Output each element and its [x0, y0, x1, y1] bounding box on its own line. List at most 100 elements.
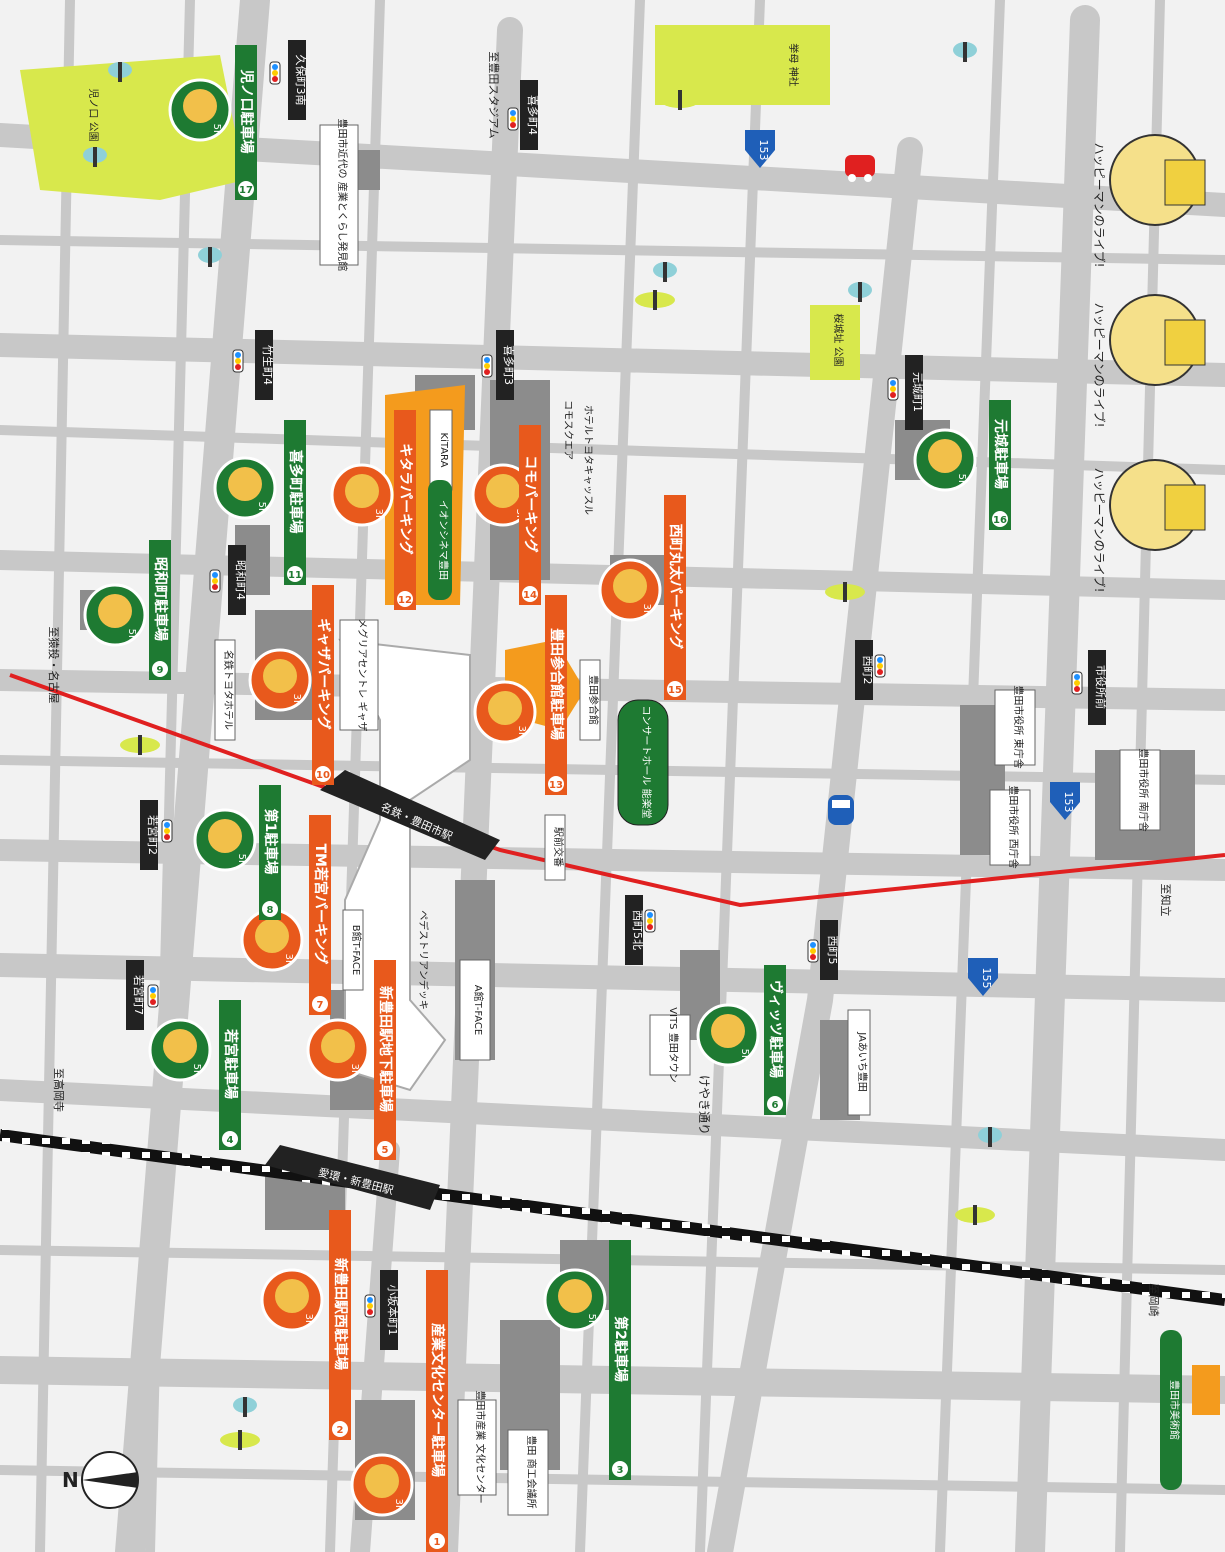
parking-label-bar[interactable] — [989, 400, 1011, 530]
parking-label-bar[interactable] — [764, 965, 786, 1115]
parking-number: 9 — [157, 665, 164, 676]
svg-text:豊田 商工会議所: 豊田 商工会議所 — [525, 1435, 538, 1508]
parking-label-bar[interactable] — [259, 785, 281, 920]
traffic-signal-icon — [364, 1294, 376, 1318]
parking-name: 第1駐車場 — [262, 809, 279, 875]
dir-stadium: 至豊田スタジアム — [487, 51, 500, 138]
traffic-signal-icon — [209, 569, 221, 593]
parking-number-badge — [238, 181, 254, 197]
parking-number-badge — [612, 1461, 628, 1477]
parking-mascot-face-icon — [263, 659, 297, 693]
dir-chiryu: 至知立 — [1159, 884, 1173, 917]
svg-text:メグリアセントレ ギャザ: メグリアセントレ ギャザ — [356, 619, 369, 732]
parking-name: 新豊田駅地下駐車場 — [377, 986, 394, 1112]
svg-text:豊田市美術館: 豊田市美術館 — [1168, 1380, 1181, 1440]
parking-mascot-face-icon — [365, 1464, 399, 1498]
route-shield-155: 155 — [968, 958, 998, 996]
parking-label-bar[interactable] — [312, 585, 334, 785]
traffic-signal-icon — [161, 819, 173, 843]
parking-label-bar[interactable] — [329, 1210, 351, 1440]
label-wakamiya7: 若宮町7 — [126, 960, 146, 1030]
label-wakamiya2: 若宮町2 — [140, 800, 160, 870]
svg-text:市役所前: 市役所前 — [1094, 665, 1108, 709]
svg-text:豊田参合館: 豊田参合館 — [587, 675, 600, 725]
svg-text:若宮町7: 若宮町7 — [132, 975, 146, 1015]
label-takeo4: 竹生町4 — [255, 330, 275, 400]
meitetsu-rail-line — [9, 673, 1225, 908]
parking-label-bar[interactable] — [394, 410, 416, 610]
svg-text:ハッピーマンのライブ!: ハッピーマンのライブ! — [1092, 468, 1107, 593]
route-shield-153a: 153 — [745, 130, 775, 168]
parking-label-bar[interactable] — [609, 1240, 631, 1480]
parking-hours: 3h — [516, 726, 527, 739]
parking-label-bar[interactable] — [149, 540, 171, 680]
parking-mascot-face-icon — [613, 569, 647, 603]
tree-icon — [825, 582, 865, 602]
mascot-group: ハッピーマンのライブ! ハッピーマンのライブ! ハッピーマンのライブ! — [1092, 134, 1206, 593]
parking-label-bar[interactable] — [235, 45, 257, 200]
tree-icon — [83, 147, 107, 167]
parking-label-bar[interactable] — [374, 960, 396, 1160]
label-museum-box: 豊田市美術館 — [1160, 1330, 1182, 1490]
svg-text:ハッピーマンのライブ!: ハッピーマンのライブ! — [1092, 303, 1107, 428]
parking-label-bar[interactable] — [545, 595, 567, 795]
parking-label-bar[interactable] — [284, 420, 306, 585]
parking-14[interactable]: 3h14コモパーキング — [471, 425, 541, 605]
compass: N — [62, 1451, 139, 1509]
parking-number: 6 — [772, 1100, 779, 1111]
parking-name: TM若宮パーキング — [312, 843, 329, 964]
tree-icon — [120, 735, 160, 755]
svg-text:豊田市役所 西庁舎: 豊田市役所 西庁舎 — [1007, 785, 1020, 868]
parking-mascot-face-icon — [228, 467, 262, 501]
svg-text:豊田市役所 南庁舎: 豊田市役所 南庁舎 — [1137, 748, 1150, 831]
traffic-signal-icon — [147, 984, 159, 1008]
parking-label-bar[interactable] — [219, 1000, 241, 1150]
traffic-signal-icon — [807, 939, 819, 963]
park-sakura — [810, 305, 860, 380]
tree-icon — [953, 42, 977, 62]
label-sangyo-center-box: 豊田市産業 文化センター — [457, 1390, 497, 1504]
parking-number: 3 — [617, 1465, 624, 1476]
svg-text:コンサートホール 能楽堂: コンサートホール 能楽堂 — [640, 705, 653, 818]
parking-label-bar[interactable] — [519, 425, 541, 605]
parking-hours: 5h — [236, 854, 247, 867]
parking-name: 喜多町駐車場 — [287, 450, 304, 534]
parking-label-bar[interactable] — [309, 815, 331, 1015]
parking-label-bar[interactable] — [426, 1270, 448, 1552]
car-icon-blue — [828, 795, 854, 825]
parking-number: 7 — [317, 1000, 324, 1011]
label-south-office-box: 豊田市役所 南庁舎 — [1119, 748, 1161, 832]
svg-text:豊田市役所 東庁舎: 豊田市役所 東庁舎 — [1012, 685, 1025, 768]
parking-hours: 5h — [191, 1064, 202, 1077]
parking-label-bar[interactable] — [664, 495, 686, 700]
parking-mascot-face-icon — [486, 474, 520, 508]
svg-text:西町5: 西町5 — [826, 936, 839, 965]
parking-number-badge — [667, 681, 683, 697]
label-nishi5: 西町5 — [820, 920, 839, 980]
parking-hours: 3h — [349, 1064, 360, 1077]
label-showa4: 昭和町4 — [228, 545, 247, 615]
label-shoko-box: 豊田 商工会議所 — [507, 1429, 549, 1516]
svg-text:元城町1: 元城町1 — [911, 372, 924, 412]
label-keyaki: けやき通り — [697, 1075, 711, 1135]
label-nishi2: 西町2 — [855, 640, 874, 700]
svg-text:豊田市産業 文化センター: 豊田市産業 文化センター — [474, 1390, 487, 1503]
parking-number: 14 — [523, 590, 537, 601]
